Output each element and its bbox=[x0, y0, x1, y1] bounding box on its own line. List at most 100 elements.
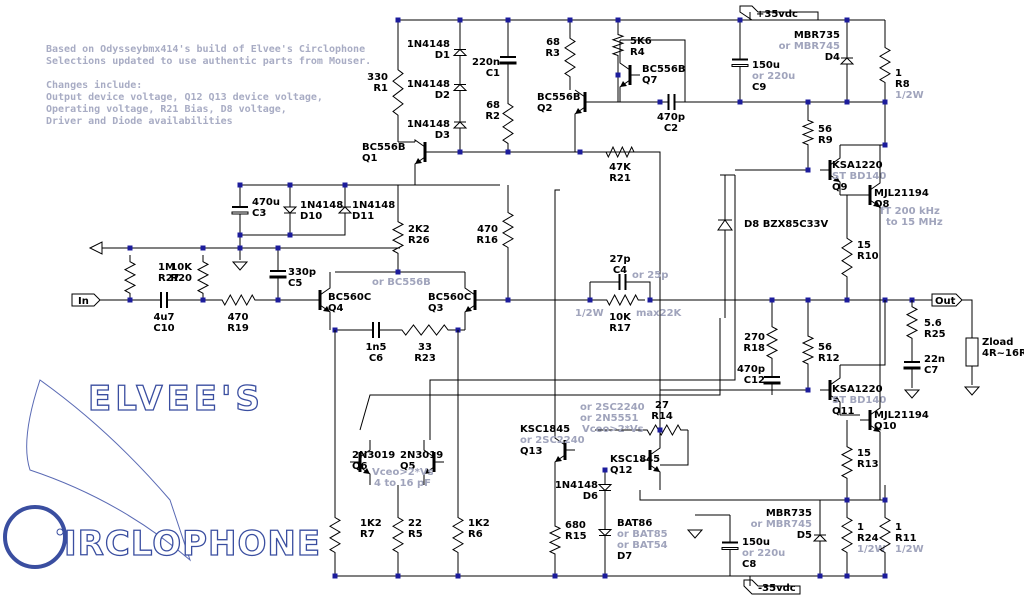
resistor-value: 1M bbox=[158, 262, 175, 273]
resistor-value: 330 bbox=[367, 72, 388, 83]
resistor-value: 33 bbox=[418, 342, 432, 353]
resistor-body bbox=[392, 324, 458, 336]
diode-triangle bbox=[282, 206, 298, 214]
capacitor-plate bbox=[732, 58, 748, 61]
wire bbox=[660, 430, 689, 466]
junction-dot bbox=[602, 467, 608, 473]
revision-notes: Based on Odysseybmx414's build of Elvee'… bbox=[46, 44, 376, 128]
resistor-ref: R1 bbox=[373, 83, 388, 94]
transistor-arrow bbox=[873, 426, 880, 432]
diode-triangle bbox=[452, 83, 468, 91]
resistor-ref: R5 bbox=[408, 529, 423, 540]
transistor-bar bbox=[358, 452, 362, 472]
resistor-ref: R19 bbox=[227, 323, 249, 334]
capacitor-value: 470p bbox=[737, 364, 765, 375]
capacitor-value: 220n bbox=[472, 57, 500, 68]
resistor-ref: R24 bbox=[857, 533, 879, 544]
transistor-arrow bbox=[363, 468, 370, 474]
transistor-arrow bbox=[653, 466, 660, 472]
junction-dot bbox=[237, 182, 243, 188]
capacitor-value: 27p bbox=[609, 254, 630, 265]
q4-alt-text: or BC556B bbox=[372, 277, 431, 288]
junction-dot bbox=[657, 427, 663, 433]
resistor-body bbox=[840, 440, 854, 485]
resistor-note: 1/2W bbox=[857, 544, 886, 555]
diode-triangle bbox=[337, 206, 353, 214]
resistor-body bbox=[123, 255, 137, 300]
capacitor-plate bbox=[269, 275, 287, 279]
capacitor-value: 470u bbox=[252, 197, 280, 208]
transistor-collector bbox=[829, 365, 841, 386]
diode-ref: D5 bbox=[797, 530, 812, 541]
transistor-collector bbox=[554, 430, 566, 446]
junction-dot bbox=[455, 573, 461, 579]
resistor-body bbox=[879, 40, 891, 90]
resistor-value: 1 bbox=[857, 522, 864, 533]
transistor-collector bbox=[829, 145, 841, 166]
diode-triangle bbox=[452, 48, 468, 56]
capacitor-plate bbox=[372, 322, 374, 338]
diode-value: 1N4148 bbox=[300, 200, 343, 211]
gramophone-horn-icon bbox=[26, 379, 192, 562]
resistor-ref: R18 bbox=[743, 343, 765, 354]
resistor-value: 68 bbox=[486, 100, 500, 111]
transistor-ref: Q9 bbox=[832, 182, 848, 193]
note-line-6: Operating voltage, R21 Bias, D8 voltage, bbox=[46, 104, 287, 115]
diode-triangle bbox=[812, 534, 828, 542]
transistor-collector bbox=[574, 89, 586, 98]
junction-dot bbox=[844, 99, 850, 105]
junction-dot bbox=[552, 573, 558, 579]
transistor-arrow bbox=[620, 81, 627, 87]
capacitor-plate bbox=[904, 361, 920, 363]
transistor-alt: ST BD140 bbox=[832, 395, 886, 406]
transistor-value: 2N3019 bbox=[400, 450, 443, 461]
resistor-body bbox=[392, 510, 404, 560]
resistor-body bbox=[600, 145, 640, 159]
diode-ref: D1 bbox=[435, 50, 450, 61]
junction-dot bbox=[505, 297, 511, 303]
resistor-ref: R12 bbox=[818, 353, 840, 364]
transistor-value: BC556B bbox=[642, 64, 685, 75]
capacitor-ref: C8 bbox=[742, 559, 756, 570]
q8-ft-text: fT 200 kHz bbox=[880, 206, 940, 217]
port-flag bbox=[71, 293, 101, 307]
junction-dot bbox=[602, 573, 608, 579]
note-line-2: Selections updated to use authentic part… bbox=[46, 56, 372, 67]
resistor-value: 56 bbox=[818, 342, 832, 353]
capacitor-plate bbox=[618, 274, 621, 290]
capacitor-plate bbox=[160, 292, 162, 308]
resistor-ref: R4 bbox=[630, 47, 645, 58]
diode-value: 1N4148 bbox=[407, 39, 450, 50]
rail-positive-label: +35vdc bbox=[739, 5, 819, 21]
capacitor-plate bbox=[499, 61, 517, 65]
transistor-collector bbox=[359, 440, 371, 458]
diode-value: 1N4148 bbox=[352, 200, 395, 211]
diode-value: MBR735 bbox=[766, 508, 812, 519]
resistor-body bbox=[801, 330, 815, 370]
capacitor-plate bbox=[270, 270, 286, 272]
load-value: 4R~16R bbox=[982, 348, 1024, 359]
transistor-bar bbox=[628, 65, 632, 85]
resistor-ref: R15 bbox=[565, 531, 587, 542]
